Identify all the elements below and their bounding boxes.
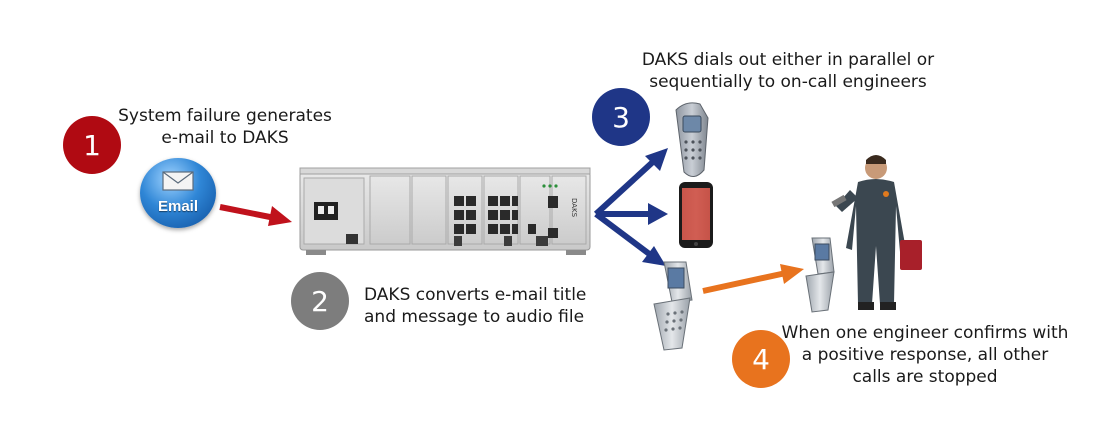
arrow-phone-to-engineer [702, 264, 804, 294]
flip-phone-engineer [805, 237, 835, 313]
step-1-badge: 1 [63, 116, 121, 174]
step-4-badge: 4 [732, 330, 790, 388]
step-2-badge: 2 [291, 272, 349, 330]
arrows-daks-to-phones [593, 148, 668, 266]
email-envelope-icon: Email [140, 158, 216, 228]
daks-server-rack: DAKS [299, 167, 591, 255]
smartphone [679, 182, 713, 248]
arrow-email-to-daks [219, 204, 292, 226]
dect-handset-phone [675, 102, 709, 177]
flip-phone-parallel [653, 261, 693, 351]
daks-rack-label: DAKS [570, 198, 578, 218]
step-3-badge: 3 [592, 88, 650, 146]
engineer-figure [831, 155, 922, 310]
email-label: Email [157, 198, 199, 215]
